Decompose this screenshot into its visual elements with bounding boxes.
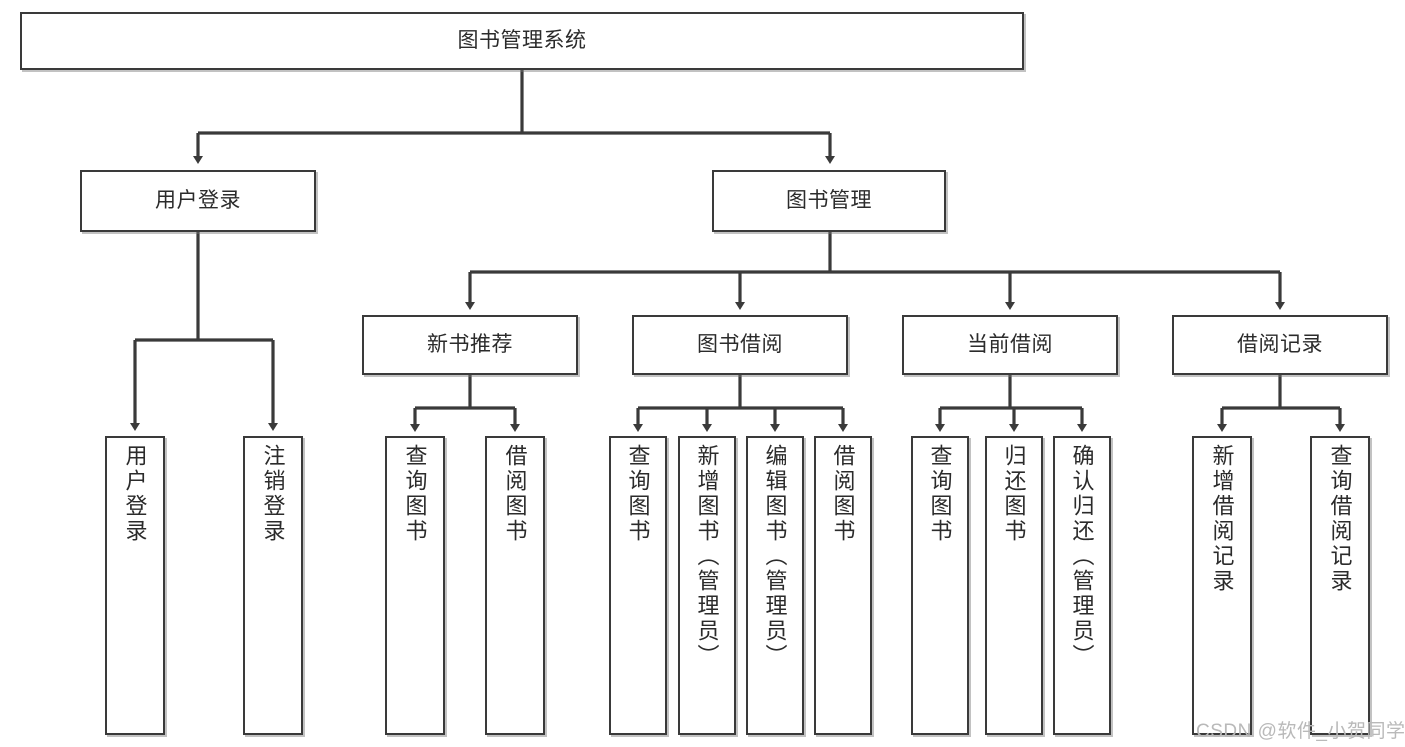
node-label: 用户登录: [122, 444, 148, 544]
node-label: 归还图书: [1001, 444, 1027, 544]
node-label: 查询图书: [927, 444, 953, 544]
node-label: 注销登录: [260, 444, 286, 544]
node-label: 查询图书: [402, 444, 428, 544]
node-label: 查询图书: [625, 444, 651, 544]
leaf-query-book-3[interactable]: 查询图书: [911, 436, 969, 735]
node-label: 借阅图书: [502, 444, 528, 544]
node-label: 编辑图书（管理员）: [762, 444, 788, 669]
node-label: 用户登录: [155, 188, 241, 212]
leaf-confirm-return[interactable]: 确认归还（管理员）: [1053, 436, 1111, 735]
leaf-return-book[interactable]: 归还图书: [985, 436, 1043, 735]
node-book-manage[interactable]: 图书管理: [712, 170, 946, 232]
node-user-login[interactable]: 用户登录: [80, 170, 316, 232]
node-label: 图书管理: [786, 188, 872, 212]
node-label: 新增图书（管理员）: [694, 444, 720, 669]
node-current-borrow[interactable]: 当前借阅: [902, 315, 1118, 375]
leaf-add-borrow-record[interactable]: 新增借阅记录: [1192, 436, 1252, 735]
node-label: 确认归还（管理员）: [1069, 444, 1095, 669]
csdn-watermark: CSDN @软件_小贺同学: [1196, 721, 1405, 742]
node-label: 借阅记录: [1237, 332, 1323, 356]
leaf-borrow-book-2[interactable]: 借阅图书: [814, 436, 872, 735]
node-root-system[interactable]: 图书管理系统: [20, 12, 1024, 70]
leaf-user-login[interactable]: 用户登录: [105, 436, 165, 735]
node-label: 图书借阅: [697, 332, 783, 356]
node-label: 新增借阅记录: [1209, 444, 1235, 594]
node-label: 查询借阅记录: [1327, 444, 1353, 594]
node-label: 图书管理系统: [457, 28, 587, 52]
node-borrow-record[interactable]: 借阅记录: [1172, 315, 1388, 375]
node-label: 当前借阅: [967, 332, 1053, 356]
leaf-query-book-2[interactable]: 查询图书: [609, 436, 667, 735]
leaf-query-book-1[interactable]: 查询图书: [385, 436, 445, 735]
leaf-logout-login[interactable]: 注销登录: [243, 436, 303, 735]
leaf-query-borrow-record[interactable]: 查询借阅记录: [1310, 436, 1370, 735]
leaf-edit-book-admin[interactable]: 编辑图书（管理员）: [746, 436, 804, 735]
node-book-borrow[interactable]: 图书借阅: [632, 315, 848, 375]
node-label: 借阅图书: [830, 444, 856, 544]
node-new-book-recommend[interactable]: 新书推荐: [362, 315, 578, 375]
node-label: 新书推荐: [427, 332, 513, 356]
leaf-add-book-admin[interactable]: 新增图书（管理员）: [678, 436, 736, 735]
leaf-borrow-book-1[interactable]: 借阅图书: [485, 436, 545, 735]
